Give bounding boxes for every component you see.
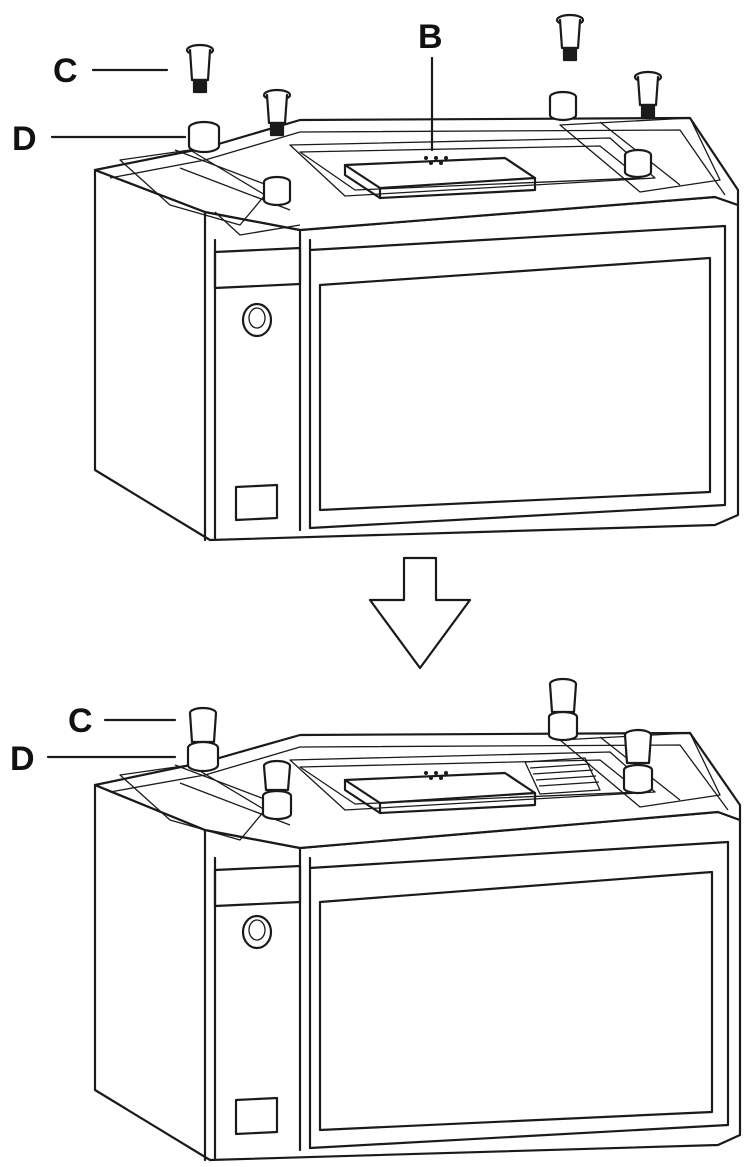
label-c-bottom: C xyxy=(68,702,93,740)
label-d-bottom-group: D xyxy=(10,740,177,778)
appliance-before xyxy=(93,13,740,542)
appliance-after xyxy=(93,677,742,1162)
installed-screw-icon xyxy=(186,706,220,773)
label-c-top: C xyxy=(53,52,78,90)
label-d-top: D xyxy=(12,120,37,158)
loose-screw-icon xyxy=(185,43,215,94)
label-c-bottom-group: C xyxy=(68,702,177,740)
label-d-bottom: D xyxy=(10,740,35,778)
label-b-group: B xyxy=(418,18,443,152)
down-arrow-icon xyxy=(368,556,472,670)
label-c-top-group: C xyxy=(53,52,169,90)
label-b: B xyxy=(418,18,443,56)
label-d-top-group: D xyxy=(12,120,187,158)
